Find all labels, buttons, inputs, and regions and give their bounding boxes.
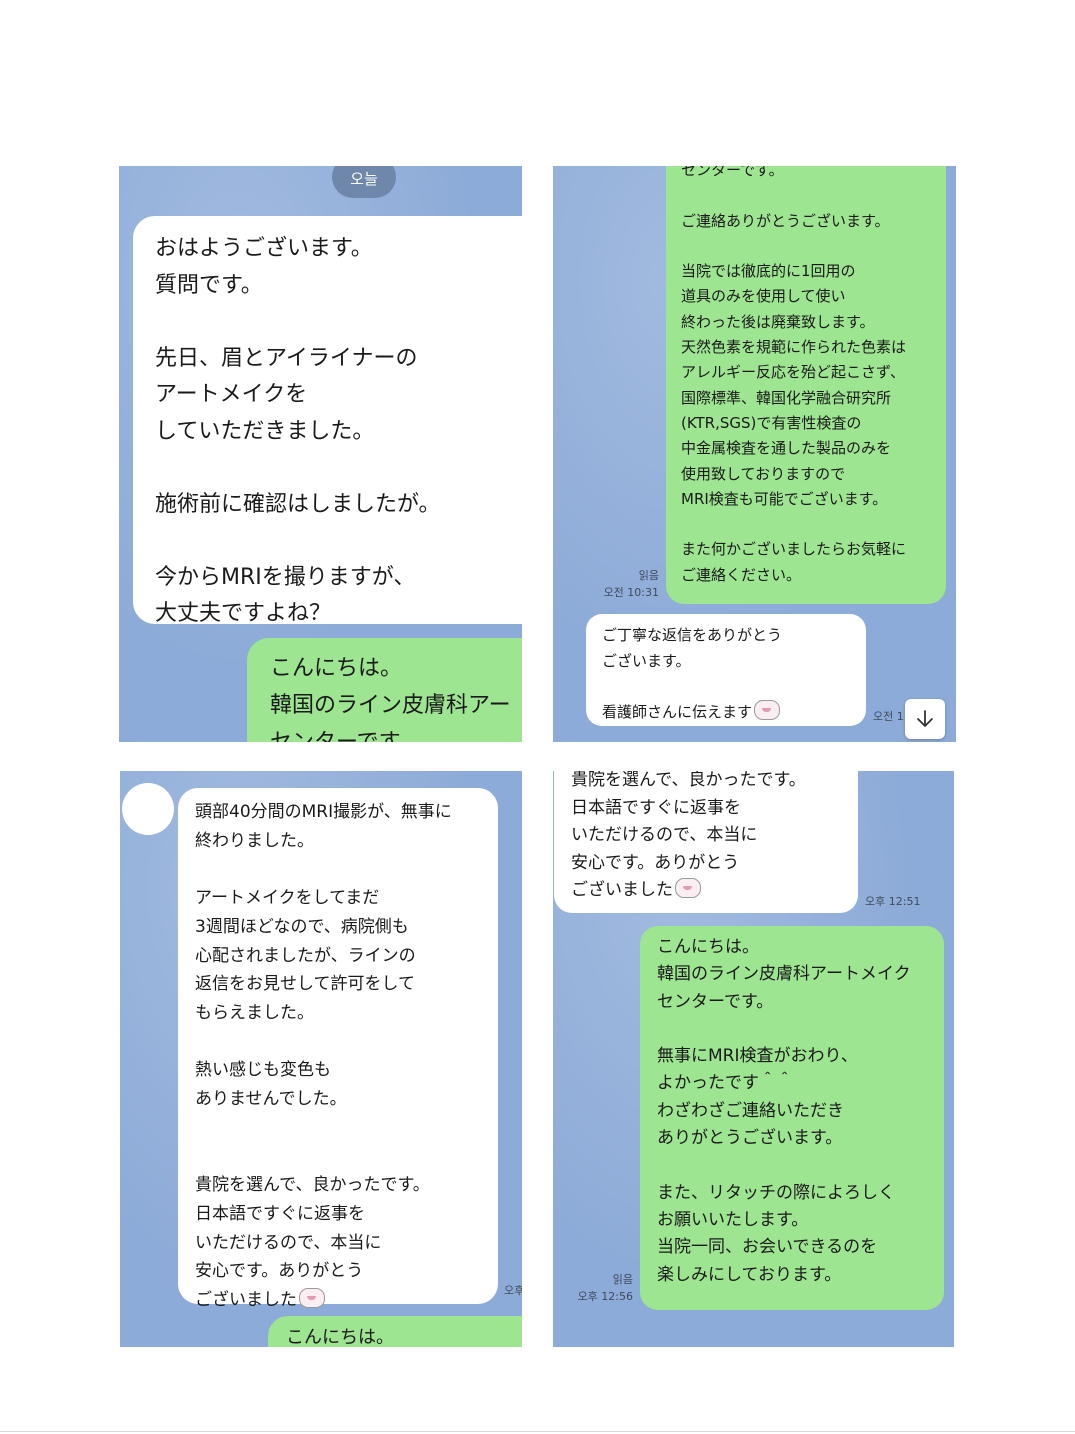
message-text: センターです。 ご連絡ありがとうございます。 当院では徹底的に1回用の 道具のみ…: [681, 166, 907, 584]
read-label: 읽음: [612, 1273, 633, 1286]
chat-screenshot-4: 貴院を選んで、良かったです。 日本語ですぐに返事を いただけるので、本当に 安心…: [553, 771, 954, 1347]
sent-message-bubble[interactable]: こんにちは。: [268, 1316, 522, 1347]
chat-screenshot-2: センターです。 ご連絡ありがとうございます。 当院では徹底的に1回用の 道具のみ…: [553, 166, 956, 742]
sticker-icon: [754, 699, 781, 720]
message-text: 貴院を選んで、良かったです。 日本語ですぐに返事を いただけるので、本当に 安心…: [571, 771, 806, 900]
avatar[interactable]: [122, 783, 174, 835]
page-divider: [0, 1431, 1075, 1432]
message-text: こんにちは。: [286, 1327, 394, 1347]
chat-screenshot-1: 오늘 おはようございます。 質問です。 先日、眉とアイライナーの アートメイクを…: [119, 166, 522, 742]
received-message-bubble[interactable]: おはようございます。 質問です。 先日、眉とアイライナーの アートメイクを して…: [133, 216, 522, 626]
message-time: 오전 1: [873, 710, 904, 723]
message-time: 오후: [504, 1284, 522, 1297]
sent-message-bubble[interactable]: こんにちは。 韓国のライン皮膚科アー センターです: [247, 638, 522, 742]
received-message-bubble[interactable]: 貴院を選んで、良かったです。 日本語ですぐに返事を いただけるので、本当に 安心…: [554, 771, 858, 913]
message-text: こんにちは。 韓国のライン皮膚科アートメイク センターです。 無事にMRI検査が…: [657, 937, 911, 1285]
date-separator-pill: 오늘: [332, 166, 396, 198]
sent-message-bubble[interactable]: センターです。 ご連絡ありがとうございます。 当院では徹底的に1回用の 道具のみ…: [666, 166, 946, 604]
message-text: 頭部40分間のMRI撮影が、無事に 終わりました。 アートメイクをしてまだ 3週…: [195, 802, 452, 1310]
read-label: 읽음: [638, 569, 659, 582]
message-text: こんにちは。 韓国のライン皮膚科アー センターです: [270, 656, 511, 742]
scroll-to-bottom-button[interactable]: [905, 699, 945, 739]
message-time: 오전 10:31: [603, 586, 659, 599]
arrow-down-icon: [917, 710, 933, 727]
chat-screenshot-3: 頭部40分間のMRI撮影が、無事に 終わりました。 アートメイクをしてまだ 3週…: [120, 771, 522, 1347]
sticker-icon: [675, 878, 701, 898]
message-read-meta: 읽음 오전 10:31: [593, 567, 659, 601]
received-message-bubble[interactable]: 頭部40分間のMRI撮影が、無事に 終わりました。 アートメイクをしてまだ 3週…: [178, 788, 498, 1310]
message-read-meta: 읽음 오후 12:56: [567, 1271, 633, 1305]
message-text: おはようございます。 質問です。 先日、眉とアイライナーの アートメイクを して…: [155, 236, 441, 626]
message-text: ご丁寧な返信をありがとう ございます。 看護師さんに伝えます: [602, 626, 783, 721]
received-message-bubble[interactable]: ご丁寧な返信をありがとう ございます。 看護師さんに伝えます: [586, 614, 866, 726]
sent-message-bubble[interactable]: こんにちは。 韓国のライン皮膚科アートメイク センターです。 無事にMRI検査が…: [640, 926, 944, 1310]
sticker-icon: [299, 1287, 325, 1308]
message-time: 오후 12:56: [577, 1290, 633, 1303]
message-time: 오후 12:51: [865, 895, 921, 908]
